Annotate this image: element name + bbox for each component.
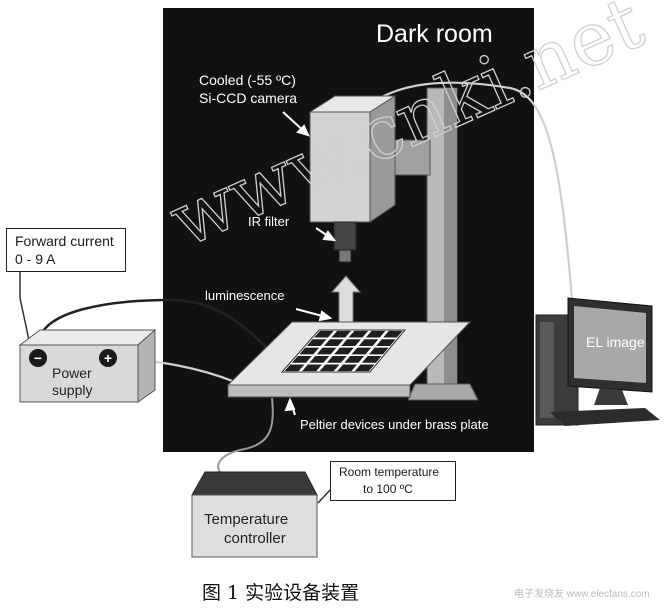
controller-top bbox=[191, 471, 318, 496]
power-supply-top bbox=[18, 329, 157, 346]
solar-cell bbox=[319, 364, 340, 372]
pointer-arrows bbox=[282, 111, 337, 416]
solar-cell bbox=[316, 347, 337, 355]
solar-cell bbox=[326, 356, 347, 363]
solar-cell bbox=[351, 347, 372, 355]
camera-label-line1: Cooled (-55 ºC) bbox=[199, 72, 296, 88]
negative-terminal bbox=[29, 349, 47, 367]
solar-cell bbox=[361, 356, 382, 363]
pc-tower-face bbox=[540, 322, 554, 418]
positive-terminal bbox=[99, 349, 117, 367]
plate-front bbox=[227, 384, 411, 398]
solar-cell bbox=[354, 364, 375, 372]
keyboard bbox=[550, 408, 660, 426]
temp-controller-line1: Temperature bbox=[204, 511, 289, 528]
plus-symbol: + bbox=[104, 350, 112, 366]
camera-cable bbox=[359, 81, 574, 301]
room-temp-lead bbox=[317, 489, 331, 504]
peltier-label: Peltier devices under brass plate bbox=[300, 417, 489, 432]
solar-cell bbox=[314, 330, 334, 338]
room-temp-line1: Room temperature bbox=[339, 465, 440, 479]
solar-cell bbox=[337, 364, 358, 372]
room-temp-line2: to 100 ºC bbox=[363, 482, 413, 496]
solar-cell bbox=[284, 364, 305, 372]
solar-cell bbox=[341, 339, 361, 346]
minus-symbol: − bbox=[34, 350, 42, 366]
figure-caption: 图 1 实验设备装置 bbox=[202, 582, 360, 604]
solar-cell bbox=[291, 356, 312, 363]
el-image-label: EL image bbox=[586, 334, 645, 350]
stand-pole-shade bbox=[444, 88, 457, 384]
room-temp-box: Room temperature to 100 ºC bbox=[330, 461, 456, 501]
elecfans-logo: 电子发烧友 www.elecfans.com bbox=[514, 589, 650, 600]
solar-cell bbox=[348, 330, 369, 338]
forward-current-line1: Forward current bbox=[15, 233, 114, 249]
camera-lens bbox=[333, 221, 357, 251]
solar-cell bbox=[302, 364, 322, 372]
solar-cell bbox=[344, 356, 365, 363]
solar-cell bbox=[376, 339, 396, 346]
ir-filter-label: IR filter bbox=[248, 214, 290, 229]
solar-cell bbox=[309, 356, 330, 363]
solar-cell bbox=[334, 347, 354, 355]
stand-base bbox=[407, 383, 479, 401]
negative-cable bbox=[36, 298, 301, 379]
forward-current-box: Forward current 0 - 9 A bbox=[6, 228, 126, 272]
power-supply-line1: Power bbox=[52, 365, 92, 381]
solar-cell bbox=[365, 330, 386, 338]
temp-controller-line2: controller bbox=[224, 530, 286, 547]
luminescence-label: luminescence bbox=[205, 288, 285, 303]
solar-cell bbox=[383, 330, 403, 338]
forward-current-line2: 0 - 9 A bbox=[15, 251, 56, 267]
solar-cell bbox=[369, 347, 389, 355]
camera-body bbox=[309, 111, 371, 223]
solar-cell bbox=[331, 330, 351, 338]
solar-cell bbox=[299, 347, 320, 355]
controller-cable bbox=[217, 397, 274, 473]
monitor-screen bbox=[574, 306, 646, 383]
solar-cell-array bbox=[284, 330, 403, 372]
solar-cell bbox=[306, 339, 327, 346]
current-label-lead bbox=[19, 272, 31, 346]
camera-label-line2: Si-CCD camera bbox=[199, 90, 298, 106]
solar-cell bbox=[324, 339, 344, 346]
dark-room-label: Dark room bbox=[376, 20, 493, 48]
controller-front bbox=[191, 494, 318, 558]
ir-filter bbox=[338, 249, 352, 263]
solar-cell bbox=[358, 339, 379, 346]
power-supply-line2: supply bbox=[52, 382, 93, 398]
monitor-stand bbox=[594, 388, 628, 405]
